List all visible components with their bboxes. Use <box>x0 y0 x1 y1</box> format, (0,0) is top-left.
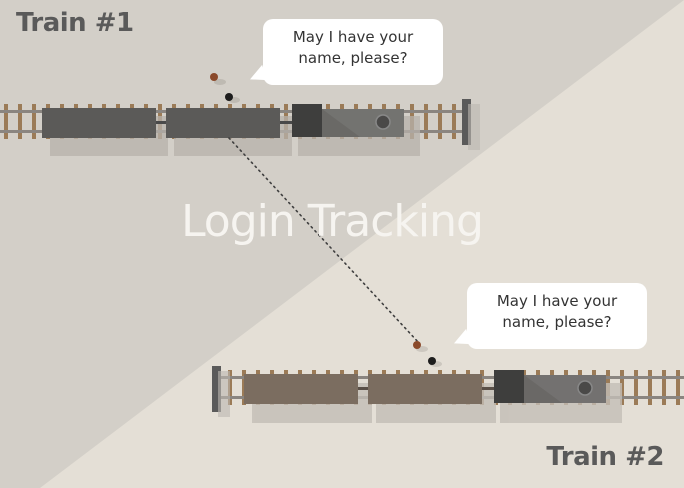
track-2-tie <box>634 370 638 405</box>
track-1-tie <box>4 104 8 139</box>
track-1-tie <box>18 104 22 139</box>
track-1-tie <box>424 104 428 139</box>
train-1 <box>42 104 404 138</box>
track-1-buffer-shadow <box>468 104 480 150</box>
track-1-tie <box>438 104 442 139</box>
speech-bubble-1: May I have your name, please? <box>263 19 443 85</box>
track-2-tie <box>648 370 652 405</box>
figure-2-dot-icon <box>428 357 436 365</box>
page-title: Login Tracking <box>0 196 684 247</box>
track-2-tie <box>676 370 680 405</box>
train-2-car-2 <box>368 374 482 404</box>
train-1-label: Train #1 <box>16 8 134 38</box>
train-2-label: Train #2 <box>546 442 664 472</box>
track-1-tie <box>32 104 36 139</box>
figure-1-head-icon <box>210 73 218 81</box>
track-1-tie <box>452 104 456 139</box>
speech-bubble-2: May I have your name, please? <box>467 283 647 349</box>
figure-1-dot-icon <box>225 93 233 101</box>
train-1-coupler <box>156 121 166 124</box>
train-1-car-1 <box>42 108 156 138</box>
track-2-tie <box>662 370 666 405</box>
train-2-chimney-icon <box>578 381 592 395</box>
train-2-coupler <box>358 387 368 390</box>
track-2-buffer-shadow <box>218 371 230 417</box>
train-1-locomotive-cab <box>292 104 322 137</box>
train-2-car-1 <box>244 374 358 404</box>
train-1-chimney-icon <box>376 115 390 129</box>
train-2-coupler-2 <box>482 387 494 390</box>
train-2-locomotive-cab <box>494 370 524 403</box>
train-2 <box>244 370 606 404</box>
speech-bubble-1-text: May I have your name, please? <box>273 27 433 69</box>
train-1-car-2 <box>166 108 280 138</box>
train-1-coupler-2 <box>280 121 292 124</box>
figure-2-head-icon <box>413 341 421 349</box>
speech-bubble-2-text: May I have your name, please? <box>477 291 637 333</box>
